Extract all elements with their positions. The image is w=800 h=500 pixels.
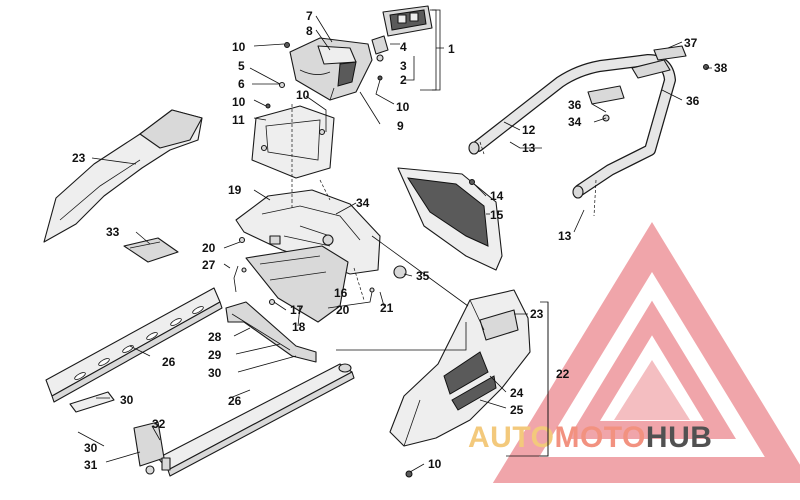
- watermark-hub: HUB: [646, 421, 713, 454]
- watermark-moto: MOTO: [554, 421, 645, 454]
- callout-38: 38: [714, 61, 728, 75]
- callout-13-a: 13: [522, 141, 536, 155]
- callout-9: 9: [397, 119, 404, 133]
- side-panel-upper: [397, 167, 503, 271]
- callout-23-a: 23: [72, 151, 86, 165]
- callout-14: 14: [490, 189, 504, 203]
- callout-27: 27: [202, 258, 216, 272]
- mount-bracket: [251, 105, 335, 179]
- left-side-cover: [43, 109, 203, 243]
- callout-26-b: 26: [228, 394, 242, 408]
- callout-21: 21: [380, 301, 394, 315]
- callout-8: 8: [306, 24, 313, 38]
- callout-33: 33: [106, 225, 120, 239]
- callout-25: 25: [510, 403, 524, 417]
- watermark-logo: AUTOMOTOHUB: [468, 222, 800, 483]
- callout-32: 32: [152, 417, 166, 431]
- callout-30-a: 30: [208, 366, 222, 380]
- callout-11: 11: [232, 113, 245, 127]
- callout-30-b: 30: [120, 393, 134, 407]
- callout-7: 7: [306, 9, 313, 23]
- watermark-auto: AUTO: [468, 421, 554, 454]
- callout-17: 17: [290, 303, 304, 317]
- callout-18: 18: [292, 320, 306, 334]
- callout-10-e: 10: [428, 457, 442, 471]
- callout-29: 29: [208, 348, 222, 362]
- group-bracket-1: [432, 9, 441, 91]
- callout-23-b: 23: [530, 307, 544, 321]
- callout-6: 6: [238, 77, 245, 91]
- callout-15: 15: [490, 208, 504, 222]
- rail-bar-upper: [45, 287, 223, 403]
- grab-handle: [468, 54, 676, 199]
- callout-2: 2: [400, 73, 407, 87]
- taillight-assembly: [371, 5, 433, 62]
- callout-26-a: 26: [162, 355, 176, 369]
- small-cover: [123, 237, 179, 263]
- callout-22: 22: [556, 367, 570, 381]
- callout-10-b: 10: [232, 95, 246, 109]
- group-bracket-22: [540, 301, 549, 457]
- handle-brackets: [587, 45, 687, 122]
- callout-labels: 1 2 3 4 5 6 7 8 9 10 10 10 10 10 11 12 1…: [72, 9, 728, 472]
- rear-deflector: [235, 189, 381, 275]
- callout-35: 35: [416, 269, 430, 283]
- lower-bracket: [69, 391, 171, 475]
- watermark-text: AUTOMOTOHUB: [468, 421, 712, 454]
- callout-34-b: 34: [568, 115, 582, 129]
- rail-bar-lower: [157, 363, 355, 477]
- callout-13-b: 13: [558, 229, 572, 243]
- callout-10-a: 10: [232, 40, 246, 54]
- callout-19: 19: [228, 183, 242, 197]
- callout-34-a: 34: [356, 196, 370, 210]
- fasteners: [238, 42, 709, 478]
- callout-36-b: 36: [686, 94, 700, 108]
- callout-28: 28: [208, 330, 222, 344]
- callout-36-a: 36: [568, 98, 582, 112]
- leader-lines: [77, 9, 712, 473]
- callout-1: 1: [448, 42, 455, 56]
- watermark-triangle-icon: [492, 222, 800, 483]
- rail-bracket: [225, 301, 317, 363]
- callout-12: 12: [522, 123, 536, 137]
- callout-4: 4: [400, 40, 407, 54]
- callout-20-b: 20: [336, 303, 350, 317]
- callout-37: 37: [684, 36, 698, 50]
- callout-10-c: 10: [296, 88, 310, 102]
- callout-5: 5: [238, 59, 245, 73]
- callout-31: 31: [84, 458, 98, 472]
- taillight-housing: [289, 37, 373, 101]
- callout-3: 3: [400, 59, 407, 73]
- callout-16: 16: [334, 286, 348, 300]
- callout-30-c: 30: [84, 441, 98, 455]
- callout-24: 24: [510, 386, 524, 400]
- callout-10-d: 10: [396, 100, 410, 114]
- side-panel-lower: [389, 289, 531, 447]
- callout-20-a: 20: [202, 241, 216, 255]
